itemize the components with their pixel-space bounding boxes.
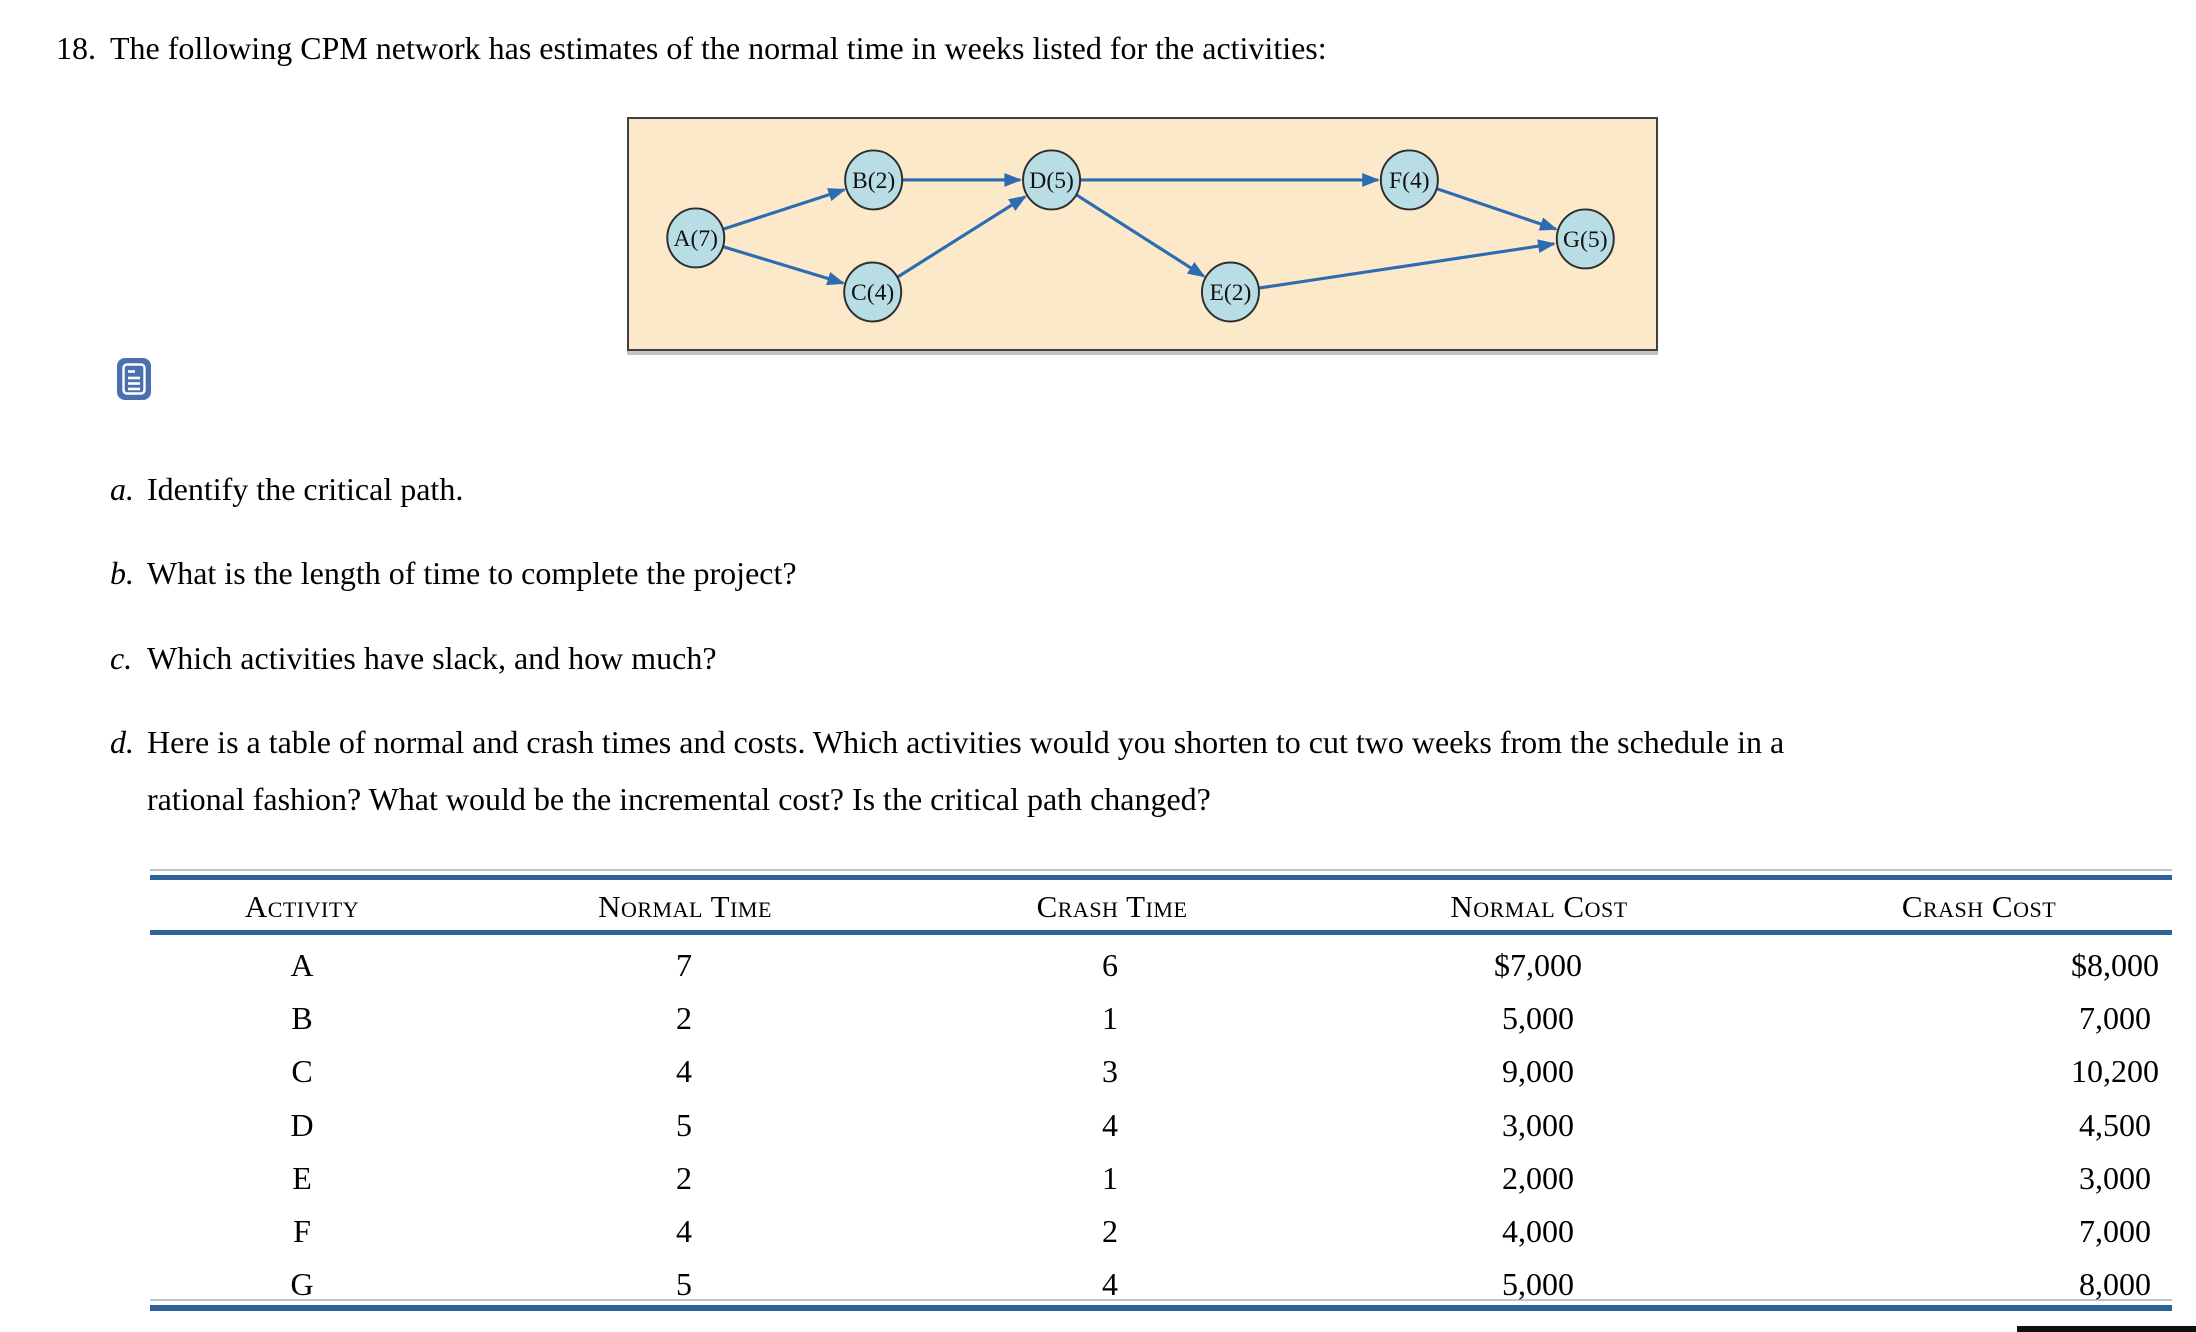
cropped-next-element-rule: [2017, 1326, 2196, 1332]
table-cell: B: [291, 1000, 313, 1037]
table-cell: E: [292, 1159, 312, 1196]
edge-D-E: [1075, 193, 1206, 278]
problem-title: 18. The following CPM network has estimat…: [56, 30, 1327, 67]
problem-title-text: The following CPM network has estimates …: [110, 30, 1327, 66]
node-circle: [1200, 261, 1260, 323]
node-label: C(4): [851, 280, 894, 306]
cpm-network-svg: A(7) B(2) C(4) D(5) E(2) F(4): [666, 149, 1615, 323]
table-cell: $8,000: [2071, 947, 2159, 983]
node-E: E(2): [1200, 261, 1260, 323]
column-header-normal-time: Normal Time: [598, 889, 772, 924]
node-F: F(4): [1379, 149, 1439, 211]
node-A: A(7): [666, 207, 726, 269]
edge-F-G: [1436, 187, 1558, 231]
table-cell: 9,000: [1502, 1053, 1574, 1090]
table-cell: F: [293, 1213, 311, 1249]
node-circle: [1022, 149, 1082, 211]
question-text: Here is a table of normal and crash time…: [147, 724, 1785, 760]
node-label: G(5): [1563, 227, 1608, 253]
question-text: What is the length of time to complete t…: [147, 555, 797, 591]
table-cell: 7,000: [2079, 1213, 2151, 1249]
node-label: F(4): [1389, 168, 1430, 194]
table-cell: 5: [676, 1106, 692, 1143]
edge-C-D: [896, 195, 1027, 279]
node-label: D(5): [1029, 168, 1074, 194]
table-cell: 2: [1102, 1213, 1118, 1249]
node-circle: [1379, 149, 1439, 211]
table-rule-top-thin: [150, 869, 2172, 871]
table-cell: 3,000: [1502, 1106, 1574, 1143]
edge-A-C: [722, 245, 846, 286]
table-cell: 4,500: [2079, 1106, 2151, 1143]
table-cell: 7: [676, 947, 692, 983]
table-rule-bottom-thick: [150, 1305, 2172, 1311]
notes-icon[interactable]: [117, 358, 151, 400]
table-rule-bottom-thin: [150, 1299, 2172, 1301]
node-D: D(5): [1022, 149, 1082, 211]
node-B: B(2): [844, 149, 904, 211]
node-G: G(5): [1555, 208, 1615, 270]
node-circle: [1555, 208, 1615, 270]
table-rule-top-thick: [150, 875, 2172, 880]
question-text: Which activities have slack, and how muc…: [147, 640, 717, 676]
table-cell: 5: [676, 1266, 692, 1303]
table-cell: 4,000: [1502, 1213, 1574, 1249]
table-cell: 2: [676, 1000, 692, 1037]
table-cell: C: [291, 1053, 313, 1090]
table-cell: G: [290, 1266, 314, 1303]
table-cell: 3: [1102, 1053, 1118, 1090]
table-cell: 4: [676, 1213, 692, 1249]
node-circle: [844, 149, 904, 211]
column-header-activity: Activity: [244, 889, 360, 924]
table-cell: 2,000: [1502, 1159, 1574, 1196]
table-cell: 4: [1102, 1266, 1118, 1303]
edge-A-B: [722, 188, 847, 231]
cpm-network-figure: A(7) B(2) C(4) D(5) E(2) F(4): [627, 117, 1658, 351]
table-cell: 4: [1102, 1106, 1118, 1143]
table-cell: 1: [1102, 1000, 1118, 1037]
node-label: E(2): [1210, 280, 1252, 306]
node-circle: [666, 207, 726, 269]
problem-number: 18.: [56, 30, 96, 66]
table-cell: 1: [1102, 1159, 1118, 1196]
node-label: B(2): [852, 168, 895, 194]
node-circle: [843, 261, 903, 323]
table-cell: 5,000: [1502, 1000, 1574, 1037]
column-header-crash-cost: Crash Cost: [1901, 889, 2057, 924]
table-cell: 4: [676, 1053, 692, 1090]
table-cell: 6: [1102, 947, 1118, 983]
table-cell: 8,000: [2079, 1266, 2151, 1303]
table-cell: 2: [676, 1159, 692, 1196]
column-header-normal-cost: Normal Cost: [1450, 889, 1628, 924]
column-header-crash-time: Crash Time: [1036, 889, 1188, 924]
node-label: A(7): [674, 226, 719, 252]
table-cell: 7,000: [2079, 1000, 2151, 1037]
question-text: Identify the critical path.: [147, 471, 464, 507]
table-cell: A: [290, 947, 314, 983]
table-rule-header-bottom: [150, 930, 2172, 935]
table-cell: 10,200: [2071, 1053, 2159, 1090]
question-text: rational fashion? What would be the incr…: [147, 781, 1211, 817]
table-cell: 3,000: [2079, 1159, 2151, 1196]
table-cell: $7,000: [1494, 947, 1582, 983]
edge-E-G: [1258, 239, 1556, 290]
network-edges: [722, 173, 1558, 290]
table-cell: 5,000: [1502, 1266, 1574, 1303]
question-letter: a.: [110, 471, 134, 507]
question-letter: b.: [110, 555, 134, 591]
question-letter: c.: [110, 640, 133, 676]
node-C: C(4): [843, 261, 903, 323]
question-letter: d.: [110, 724, 134, 760]
table-cell: D: [290, 1106, 314, 1143]
